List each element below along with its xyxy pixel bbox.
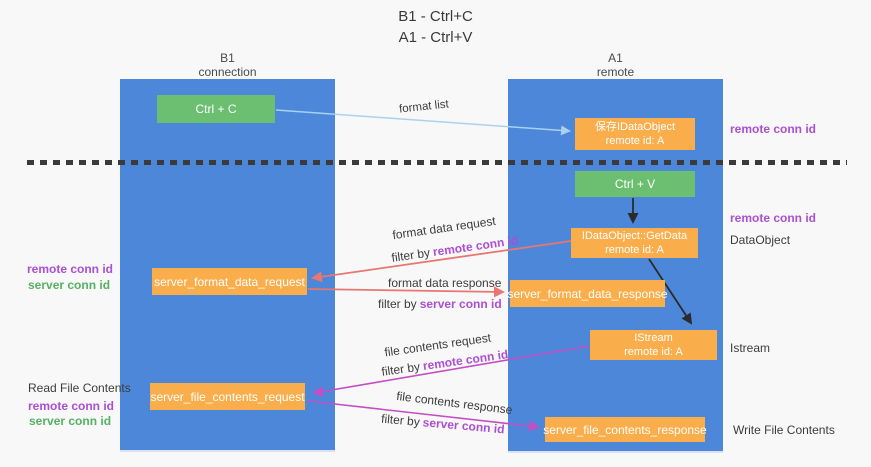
label-left-remote-conn-id-1: remote conn id <box>27 262 114 276</box>
node-istream-line1: IStream <box>634 332 673 344</box>
flow-label-format-list: format list <box>398 98 450 116</box>
node-istream: IStream remote id: A <box>590 330 717 360</box>
lane-a1-name: A1 <box>608 51 623 65</box>
node-server-file-contents-request: server_file_contents_request <box>150 383 305 410</box>
server-conn-id-accent: server conn id <box>422 415 506 437</box>
flow-label-format-data-response: format data response <box>388 276 502 290</box>
flow-label-file-contents-response: file contents response <box>395 388 514 418</box>
label-left-server-conn-id-2: server conn id <box>29 414 112 428</box>
node-ctrl-c: Ctrl + C <box>157 95 275 123</box>
node-save-idataobject-line1: 保存IDataObject <box>594 121 676 133</box>
label-right-remote-conn-id-1: remote conn id <box>730 122 817 136</box>
label-istream: Istream <box>730 341 771 355</box>
node-format-request-label: server_format_data_request <box>154 274 305 289</box>
remote-conn-id-accent: remote conn id <box>431 233 520 260</box>
filter-by-text: filter by <box>378 297 417 311</box>
lane-header-a1: A1 remote <box>508 51 723 79</box>
node-idataobject-getdata: IDataObject::GetData remote id: A <box>571 228 698 258</box>
node-format-response-label: server_format_data_response <box>507 286 668 301</box>
node-ctrl-v: Ctrl + V <box>575 171 695 197</box>
label-left-remote-conn-id-2: remote conn id <box>28 399 115 413</box>
label-right-remote-conn-id-2: remote conn id <box>730 211 817 225</box>
node-istream-line2: remote id: A <box>624 346 683 358</box>
lane-b1-name: B1 <box>220 51 235 65</box>
title-line-2: A1 - Ctrl+V <box>398 29 473 46</box>
node-file-response-label: server_file_contents_response <box>543 422 707 437</box>
filter-by-text: filter by <box>380 359 421 379</box>
node-server-file-contents-response: server_file_contents_response <box>543 417 707 442</box>
filter-by-text: filter by <box>390 245 431 265</box>
lane-header-b1: B1 connection <box>120 51 335 79</box>
title-line-1: B1 - Ctrl+C <box>398 8 473 25</box>
lane-b1-role: connection <box>198 65 257 79</box>
node-save-idataobject-line2: remote id: A <box>605 135 665 147</box>
node-server-format-data-request: server_format_data_request <box>152 268 307 295</box>
node-getdata-line2: remote id: A <box>605 244 664 256</box>
lane-a1-role: remote <box>596 65 635 79</box>
label-write-file-contents: Write File Contents <box>733 423 835 437</box>
node-save-idataobject: 保存IDataObject remote id: A <box>575 118 695 150</box>
diagram-title: B1 - Ctrl+C A1 - Ctrl+V <box>0 6 871 48</box>
node-ctrl-c-label: Ctrl + C <box>195 102 237 116</box>
filter-by-text: filter by <box>380 411 421 429</box>
node-file-request-label: server_file_contents_request <box>150 389 305 404</box>
label-left-server-conn-id-1: server conn id <box>28 278 111 292</box>
server-conn-id-accent: server conn id <box>419 297 502 311</box>
dashed-separator-line <box>27 160 847 165</box>
node-server-format-data-response: server_format_data_response <box>507 280 668 307</box>
label-dataobject: DataObject <box>730 233 791 247</box>
label-read-file-contents: Read File Contents <box>28 381 131 395</box>
node-getdata-line1: IDataObject::GetData <box>581 230 688 242</box>
node-ctrl-v-label: Ctrl + V <box>614 177 656 191</box>
